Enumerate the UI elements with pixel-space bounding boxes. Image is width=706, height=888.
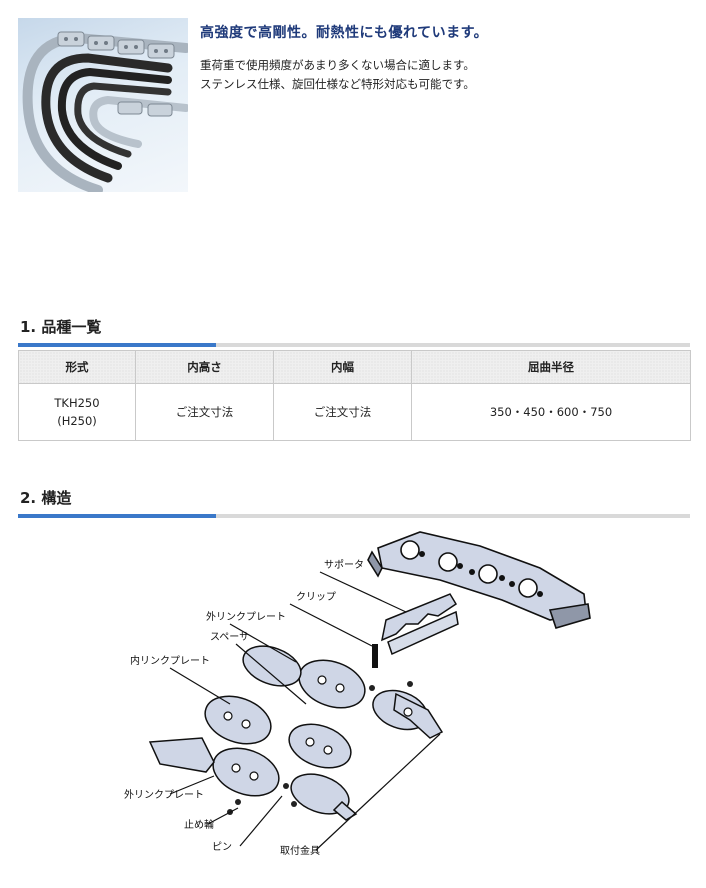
hero-text: 高強度で高剛性。耐熱性にも優れています。 重荷重で使用頻度があまり多くない場合に… <box>200 22 690 94</box>
label-outer-plate-top: 外リンクプレート <box>206 611 286 623</box>
label-clip: クリップ <box>296 591 336 603</box>
label-mount-bracket: 取付金具 <box>280 844 320 857</box>
table-header-row: 形式 内高さ 内幅 屈曲半径 <box>18 350 691 384</box>
section-title: 1. 品種一覧 <box>20 318 102 336</box>
product-photo <box>18 18 188 192</box>
label-inner-plate: 内リンクプレート <box>130 654 210 667</box>
supporter-part <box>380 593 458 642</box>
chain-assembly <box>367 531 591 629</box>
mount-bracket-part <box>393 692 444 739</box>
hero-desc-line: ステンレス仕様、旋回仕様など特形対応も可能です。 <box>200 77 475 91</box>
section-divider <box>18 514 690 518</box>
col-header-inner-width: 内幅 <box>273 350 412 384</box>
cell-bend-radius: 350・450・600・750 <box>411 383 691 441</box>
model-name: TKH250 <box>54 396 100 410</box>
label-stop-ring: 止め輪 <box>184 818 214 831</box>
col-header-bend-radius: 屈曲半径 <box>411 350 691 384</box>
label-supporter: サポータ <box>324 559 364 571</box>
col-header-inner-height: 内高さ <box>135 350 274 384</box>
hero-desc-line: 重荷重で使用頻度があまり多くない場合に適します。 <box>200 58 475 72</box>
col-header-model: 形式 <box>18 350 136 384</box>
label-outer-plate-bottom: 外リンクプレート <box>124 789 204 801</box>
section-heading-1: 1. 品種一覧 <box>18 316 690 347</box>
hero-title: 高強度で高剛性。耐熱性にも優れています。 <box>200 25 489 41</box>
cell-model: TKH250 (H250) <box>18 383 136 441</box>
structure-diagram: サポータ クリップ 外リンクプレート スペーサ 内リンクプレート 外リンクプレー… <box>110 524 610 864</box>
spec-table: 形式 内高さ 内幅 屈曲半径 TKH250 (H250) ご注文寸法 ご注文寸法… <box>18 350 691 441</box>
table-row: TKH250 (H250) ご注文寸法 ご注文寸法 350・450・600・75… <box>18 383 691 441</box>
clip-part <box>372 644 378 668</box>
hero-description: 重荷重で使用頻度があまり多くない場合に適します。 ステンレス仕様、旋回仕様など特… <box>200 56 690 94</box>
left-bracket <box>148 737 215 773</box>
section-heading-2: 2. 構造 <box>18 487 690 518</box>
cable-chain-illustration <box>22 31 188 192</box>
label-pin: ピン <box>212 841 232 853</box>
cell-inner-height: ご注文寸法 <box>135 383 274 441</box>
section-divider <box>18 343 690 347</box>
label-spacer: スペーサ <box>210 631 249 643</box>
exploded-view: サポータ クリップ 外リンクプレート スペーサ 内リンクプレート 外リンクプレー… <box>124 531 591 857</box>
cell-inner-width: ご注文寸法 <box>273 383 412 441</box>
section-title: 2. 構造 <box>20 489 72 507</box>
model-code: (H250) <box>57 414 97 428</box>
